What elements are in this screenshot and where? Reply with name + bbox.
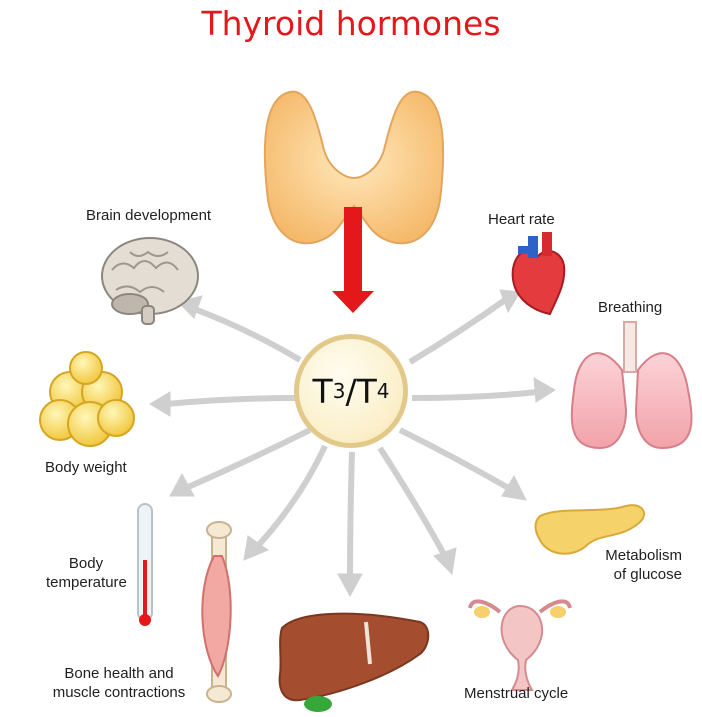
label-temperature-line1: Body: [46, 554, 126, 573]
muscle-bone-icon: [202, 522, 231, 702]
label-bone-muscle-line2: muscle contractions: [44, 683, 194, 702]
fat-cells-icon: [40, 352, 134, 446]
t3-subscript: 3: [333, 379, 346, 403]
heart-icon: [513, 232, 565, 314]
label-menstrual-cycle: Menstrual cycle: [464, 684, 568, 703]
label-temperature-line2: temperature: [46, 573, 126, 592]
thermometer-icon: [138, 504, 152, 626]
lungs-icon: [572, 322, 692, 448]
label-metabolism-glucose: Metabolism of glucose: [568, 546, 682, 584]
t4-subscript: 4: [377, 379, 390, 403]
label-body-temperature: Body temperature: [46, 554, 126, 592]
label-metabolism-line1: Metabolism: [568, 546, 682, 565]
label-metabolism-line2: of glucose: [568, 565, 682, 584]
brain-icon: [102, 238, 198, 324]
hub-slash: /: [345, 372, 356, 411]
label-bone-muscle: Bone health and muscle contractions: [44, 664, 194, 702]
uterus-icon: [470, 601, 570, 690]
label-brain-development: Brain development: [86, 206, 211, 225]
label-breathing: Breathing: [598, 298, 662, 317]
t4-label: T: [357, 372, 377, 411]
liver-icon: [280, 614, 429, 712]
label-bone-muscle-line1: Bone health and: [44, 664, 194, 683]
t3-label: T: [313, 372, 333, 411]
label-body-weight: Body weight: [45, 458, 127, 477]
label-heart-rate: Heart rate: [488, 210, 555, 229]
